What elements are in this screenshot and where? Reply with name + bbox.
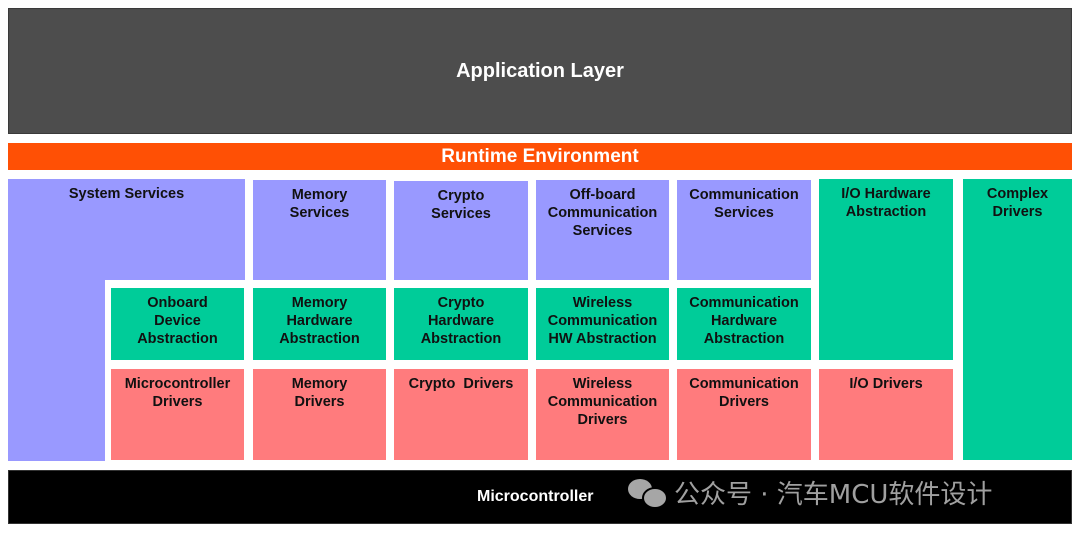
- communication-drivers-label: Communication Drivers: [689, 376, 799, 410]
- system-services: System Services: [8, 179, 245, 280]
- wireless-communication-hw-abstraction: Wireless Communication HW Abstraction: [536, 288, 669, 360]
- microcontroller-label: Microcontroller: [477, 488, 594, 505]
- io-hardware-abstraction-label: I/O Hardware Abstraction: [841, 186, 931, 220]
- complex-drivers-label: Complex Drivers: [986, 186, 1049, 220]
- microcontroller-layer: Microcontroller: [8, 470, 1072, 524]
- communication-hardware-abstraction: Communication Hardware Abstraction: [677, 288, 811, 360]
- memory-services: Memory Services: [253, 180, 386, 280]
- communication-services: Communication Services: [677, 180, 811, 280]
- crypto-hardware-abstraction-label: Crypto Hardware Abstraction: [420, 295, 502, 347]
- communication-hardware-abstraction-label: Communication Hardware Abstraction: [689, 295, 799, 347]
- onboard-device-abstraction: Onboard Device Abstraction: [111, 288, 244, 360]
- runtime-environment: Runtime Environment: [8, 143, 1072, 170]
- application-layer-label: Application Layer: [456, 60, 624, 82]
- io-hardware-abstraction: I/O Hardware Abstraction: [819, 179, 953, 360]
- wireless-communication-hw-abstraction-label: Wireless Communication HW Abstraction: [547, 295, 658, 347]
- memory-hardware-abstraction: Memory Hardware Abstraction: [253, 288, 386, 360]
- communication-services-label: Communication Services: [689, 187, 799, 221]
- offboard-communication-services-label: Off-board Communication Services: [547, 187, 658, 239]
- crypto-hardware-abstraction: Crypto Hardware Abstraction: [394, 288, 528, 360]
- memory-drivers-label: Memory Drivers: [291, 376, 348, 410]
- system-services-leg: [8, 279, 105, 461]
- io-drivers: I/O Drivers: [819, 369, 953, 460]
- memory-hardware-abstraction-label: Memory Hardware Abstraction: [279, 295, 360, 347]
- runtime-environment-label: Runtime Environment: [441, 145, 639, 167]
- wireless-communication-drivers-label: Wireless Communication Drivers: [547, 376, 658, 428]
- io-drivers-label: I/O Drivers: [849, 376, 923, 392]
- offboard-communication-services: Off-board Communication Services: [536, 180, 669, 280]
- system-services-label: System Services: [68, 186, 185, 202]
- memory-drivers: Memory Drivers: [253, 369, 386, 460]
- wireless-communication-drivers: Wireless Communication Drivers: [536, 369, 669, 460]
- crypto-services-label: Crypto Services: [431, 188, 491, 222]
- watermark-text: 公众号 · 汽车MCU软件设计: [674, 479, 993, 510]
- microcontroller-drivers: Microcontroller Drivers: [111, 369, 244, 460]
- memory-services-label: Memory Services: [289, 187, 350, 221]
- communication-drivers: Communication Drivers: [677, 369, 811, 460]
- onboard-device-abstraction-label: Onboard Device Abstraction: [137, 295, 218, 347]
- crypto-drivers: Crypto Drivers: [394, 369, 528, 460]
- wechat-icon: [628, 477, 668, 509]
- crypto-services: Crypto Services: [394, 181, 528, 280]
- microcontroller-drivers-label: Microcontroller Drivers: [124, 376, 231, 410]
- watermark: 公众号 · 汽车MCU软件设计: [628, 474, 992, 510]
- complex-drivers: Complex Drivers: [963, 179, 1072, 460]
- crypto-drivers-label: Crypto Drivers: [408, 376, 514, 392]
- application-layer: Application Layer: [8, 8, 1072, 134]
